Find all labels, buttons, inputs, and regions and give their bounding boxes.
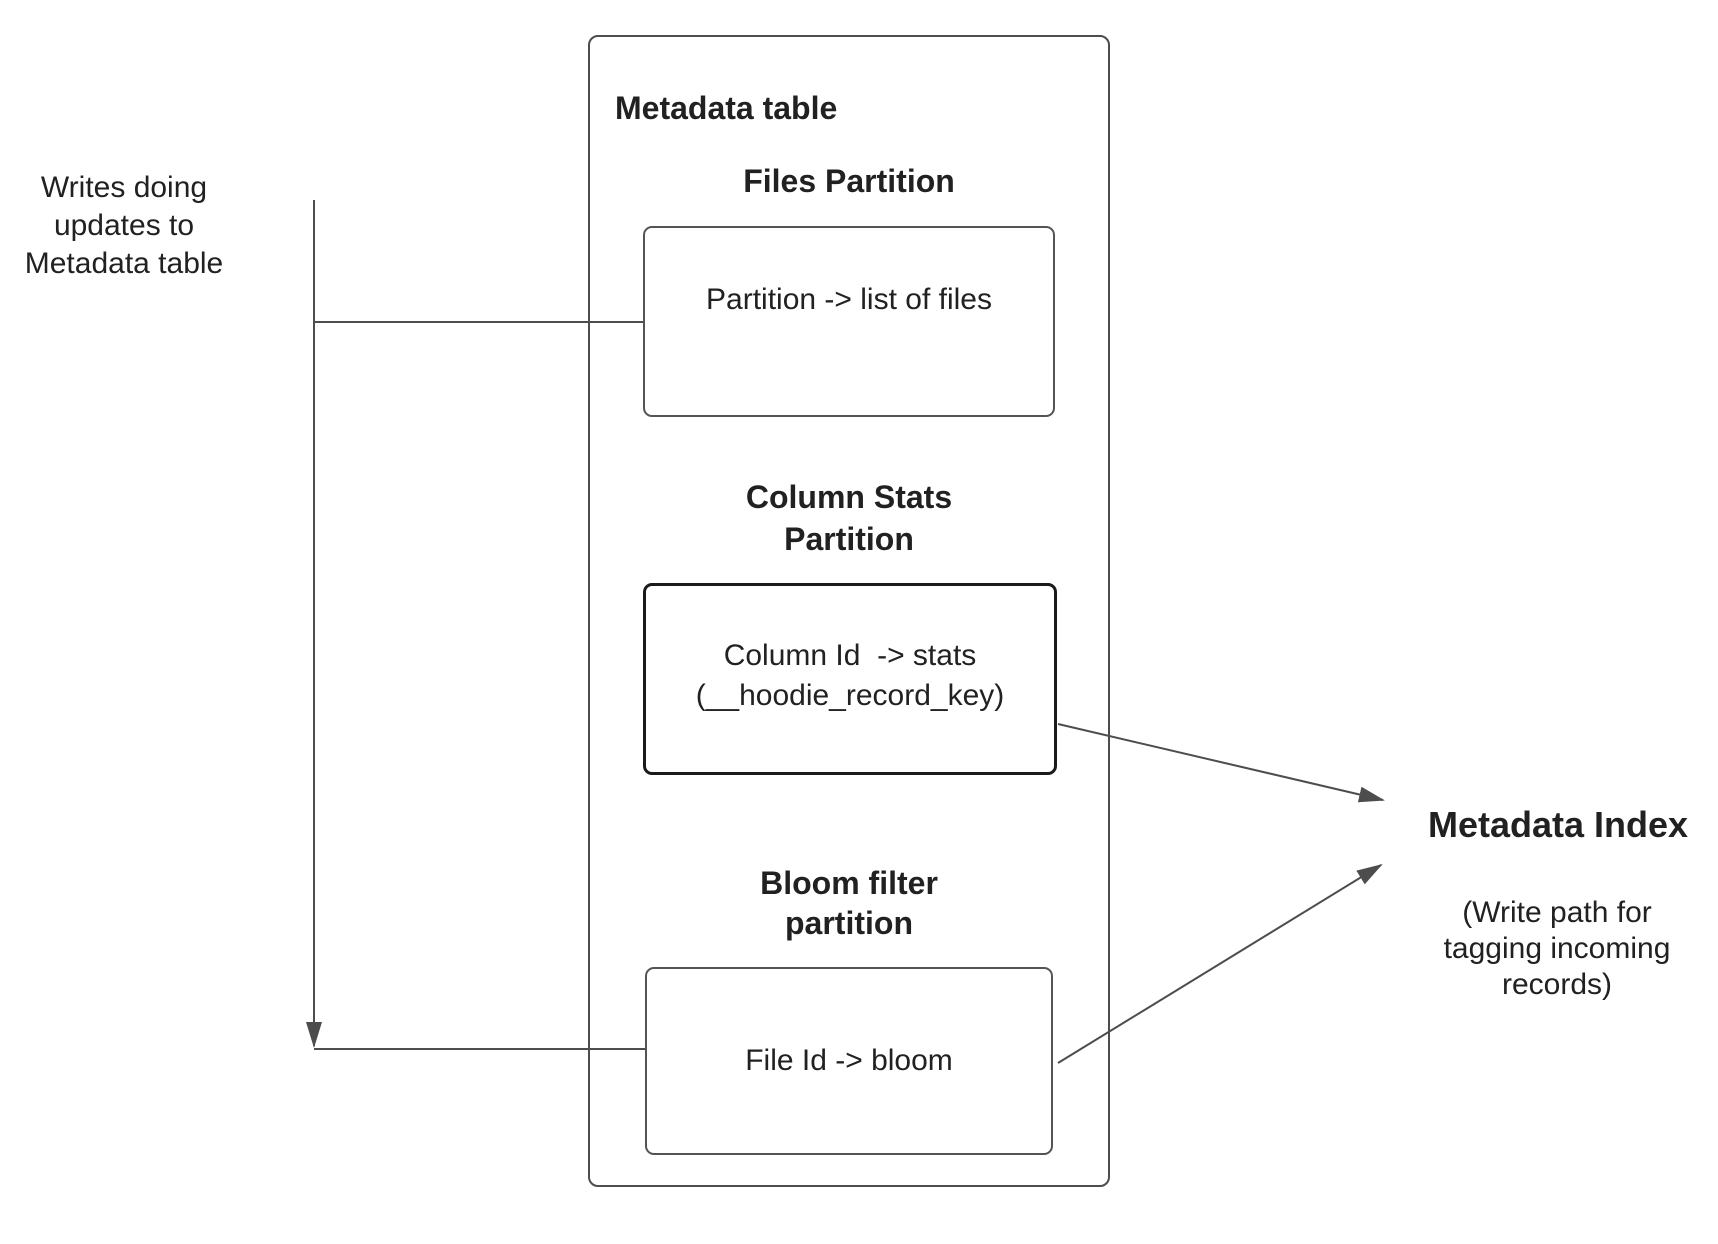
bloom-filter-partition-content: File Id -> bloom xyxy=(745,1044,953,1077)
metadata-index-title: Metadata Index xyxy=(1427,804,1689,845)
column-stats-partition-heading: Column Stats Partition xyxy=(745,479,953,557)
files-partition-content: Partition -> list of files xyxy=(706,282,992,316)
bloom-filter-partition-box: File Id -> bloom xyxy=(645,967,1053,1155)
files-partition-box: Partition -> list of files xyxy=(643,226,1055,417)
metadata-table-title: Metadata table xyxy=(615,90,838,126)
column-stats-partition-box: Column Id -> stats (__hoodie_record_key) xyxy=(643,583,1057,775)
bloom-filter-partition-heading: Bloom filter partition xyxy=(760,865,938,941)
writes-updates-label: Writes doing updates to Metadata table xyxy=(24,171,224,280)
column-stats-partition-content: Column Id -> stats (__hoodie_record_key) xyxy=(695,639,1005,712)
metadata-index-subtitle: (Write path for tagging incoming records… xyxy=(1443,896,1671,1001)
metadata-table-container xyxy=(588,35,1110,1187)
files-partition-heading: Files Partition xyxy=(743,163,955,199)
